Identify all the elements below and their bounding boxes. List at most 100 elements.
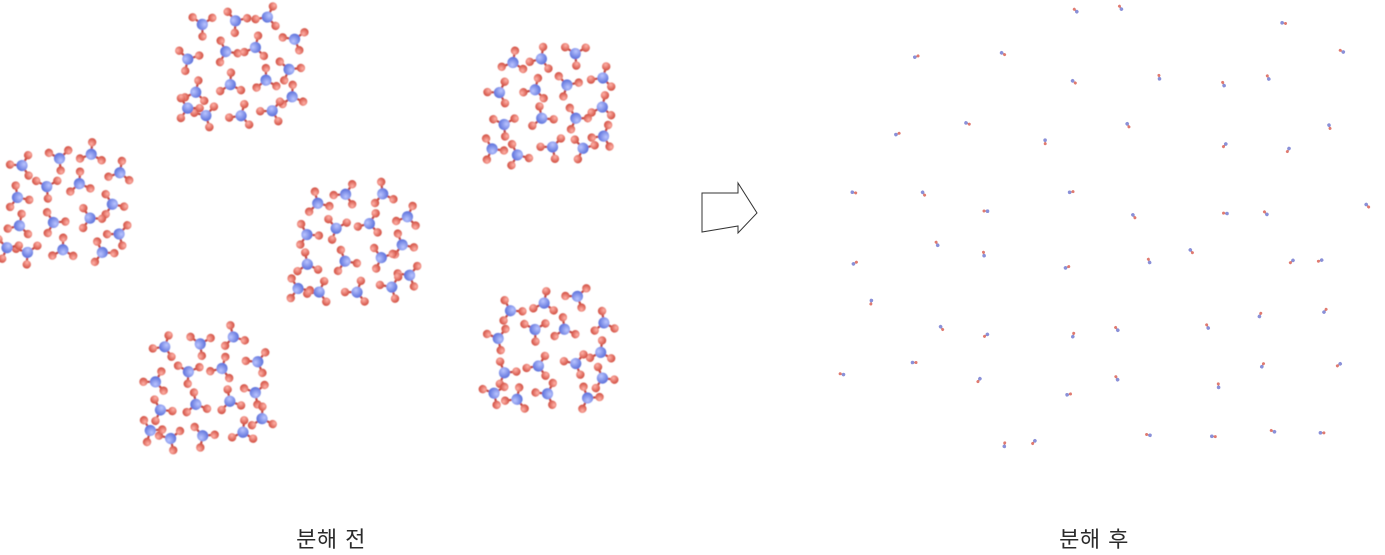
molecule [240, 31, 269, 61]
molecule [256, 97, 285, 126]
molecule [102, 221, 132, 250]
fragment [838, 372, 846, 377]
fragment [1269, 428, 1277, 434]
fragment [1114, 375, 1120, 382]
molecule [286, 274, 315, 303]
molecule [190, 422, 219, 452]
molecule [44, 146, 73, 175]
molecule [206, 352, 234, 383]
molecule [528, 102, 558, 130]
molecule-cluster [481, 42, 616, 170]
molecule [215, 36, 242, 67]
molecule [175, 46, 204, 76]
molecule [139, 367, 168, 395]
after-small-fragments [838, 4, 1371, 449]
molecule [252, 63, 281, 92]
fragment [1288, 258, 1295, 265]
fragment [976, 376, 982, 384]
fragment [1114, 325, 1120, 333]
molecule [173, 361, 204, 388]
molecule [66, 167, 95, 196]
molecule [482, 324, 510, 355]
molecule [223, 7, 252, 38]
fragment [1335, 361, 1342, 368]
molecule [303, 276, 331, 306]
fragment [1338, 48, 1346, 54]
molecule [0, 235, 24, 263]
molecule [139, 416, 167, 447]
molecule [329, 180, 357, 209]
molecule [375, 272, 403, 303]
molecule [390, 229, 419, 259]
molecule [500, 383, 529, 413]
fragment [934, 240, 940, 248]
molecule [239, 380, 269, 409]
fragment [1067, 190, 1075, 195]
molecule [78, 203, 107, 233]
fragment [964, 121, 971, 126]
molecule [529, 287, 558, 315]
molecule-cluster [139, 321, 277, 455]
molecule [590, 306, 619, 335]
molecule [220, 321, 249, 350]
molecule [370, 177, 398, 208]
molecule [186, 332, 215, 361]
molecule [227, 416, 258, 443]
fragment [894, 131, 901, 137]
molecule [75, 138, 106, 165]
molecule [32, 176, 62, 203]
molecule [3, 209, 33, 239]
molecule [293, 248, 323, 276]
molecule [215, 68, 246, 96]
fragment [851, 260, 858, 266]
fragment [1146, 257, 1152, 265]
molecule [275, 57, 306, 85]
fragment [1145, 433, 1152, 438]
molecule [278, 28, 309, 55]
fragment [1216, 382, 1221, 390]
molecule [392, 201, 420, 230]
molecule [550, 313, 580, 341]
fragment [1318, 430, 1326, 435]
molecule [561, 284, 591, 312]
fragment [1065, 392, 1072, 397]
fragment [1285, 146, 1291, 154]
fragment [1071, 331, 1076, 339]
fragment [1063, 265, 1071, 270]
molecule [587, 120, 614, 151]
molecule [5, 150, 33, 180]
molecule [296, 219, 324, 249]
molecule [586, 62, 616, 91]
fragment [982, 332, 990, 338]
fragment [920, 190, 927, 197]
molecule [247, 402, 277, 430]
fragment [1125, 122, 1131, 129]
fragment [910, 360, 918, 365]
fragment [850, 190, 858, 195]
fragment [1221, 80, 1226, 88]
molecule [48, 233, 78, 261]
fragment [1205, 323, 1210, 330]
fragment [982, 209, 990, 213]
molecule-cluster [175, 2, 309, 132]
molecule [42, 208, 70, 238]
fragment [1031, 438, 1037, 445]
molecule [565, 103, 593, 134]
molecule [340, 276, 369, 306]
caption-before: 분해 전 [296, 528, 366, 553]
molecule [585, 336, 616, 363]
fragment [1002, 441, 1007, 449]
fragment [1222, 211, 1229, 216]
molecule [353, 209, 382, 237]
fragment [1210, 434, 1217, 439]
molecule [5, 181, 34, 212]
molecule [11, 241, 42, 269]
molecule [148, 331, 176, 361]
fragment [1131, 213, 1137, 220]
fragment [869, 298, 874, 306]
fragment [938, 324, 945, 332]
molecule-cluster [478, 284, 619, 414]
molecule [90, 237, 119, 267]
molecule [304, 187, 334, 216]
